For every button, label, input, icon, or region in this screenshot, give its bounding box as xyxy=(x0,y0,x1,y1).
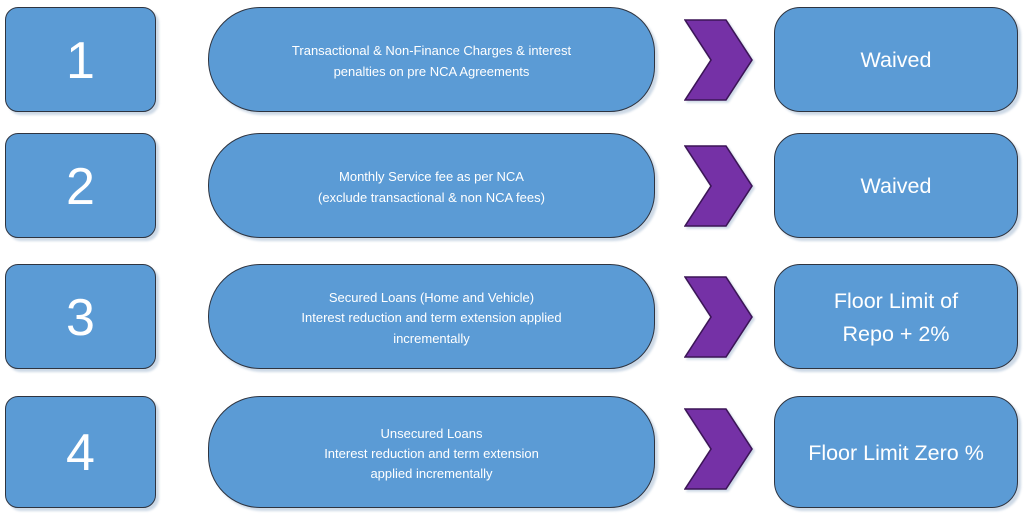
chevron-right-icon xyxy=(684,408,753,490)
step-number-box: 1 xyxy=(5,7,156,112)
result-box: Waived xyxy=(774,7,1018,112)
step-number-box: 3 xyxy=(5,264,156,369)
process-row-3: 3 Secured Loans (Home and Vehicle) Inter… xyxy=(0,264,1025,369)
chevron-right-icon xyxy=(684,145,753,227)
step-number-box: 2 xyxy=(5,133,156,238)
description-box: Monthly Service fee as per NCA (exclude … xyxy=(208,133,655,238)
step-number: 2 xyxy=(66,157,95,216)
description-box: Transactional & Non-Finance Charges & in… xyxy=(208,7,655,112)
step-number: 1 xyxy=(66,31,95,90)
description-box: Unsecured Loans Interest reduction and t… xyxy=(208,396,655,508)
process-row-2: 2 Monthly Service fee as per NCA (exclud… xyxy=(0,133,1025,238)
chevron-right-icon xyxy=(684,276,753,358)
step-number: 3 xyxy=(66,288,95,347)
step-number: 4 xyxy=(66,424,95,482)
result-text: Waived xyxy=(860,48,932,73)
result-text: Floor Limit Zero % xyxy=(808,440,984,465)
result-box: Floor Limit of Repo + 2% xyxy=(774,264,1018,369)
chevron-right-icon xyxy=(684,19,753,101)
result-text: Floor Limit of Repo + 2% xyxy=(833,289,959,346)
description-text: Transactional & Non-Finance Charges & in… xyxy=(291,43,572,79)
process-row-1: 1 Transactional & Non-Finance Charges & … xyxy=(0,7,1025,112)
description-text: Monthly Service fee as per NCA (exclude … xyxy=(318,169,545,205)
process-row-4: 4 Unsecured Loans Interest reduction and… xyxy=(0,396,1025,508)
result-box: Floor Limit Zero % xyxy=(774,396,1018,508)
result-box: Waived xyxy=(774,133,1018,238)
description-box: Secured Loans (Home and Vehicle) Interes… xyxy=(208,264,655,369)
result-text: Waived xyxy=(860,174,932,199)
description-text: Secured Loans (Home and Vehicle) Interes… xyxy=(301,290,562,346)
step-number-box: 4 xyxy=(5,396,156,508)
description-text: Unsecured Loans Interest reduction and t… xyxy=(324,425,539,482)
